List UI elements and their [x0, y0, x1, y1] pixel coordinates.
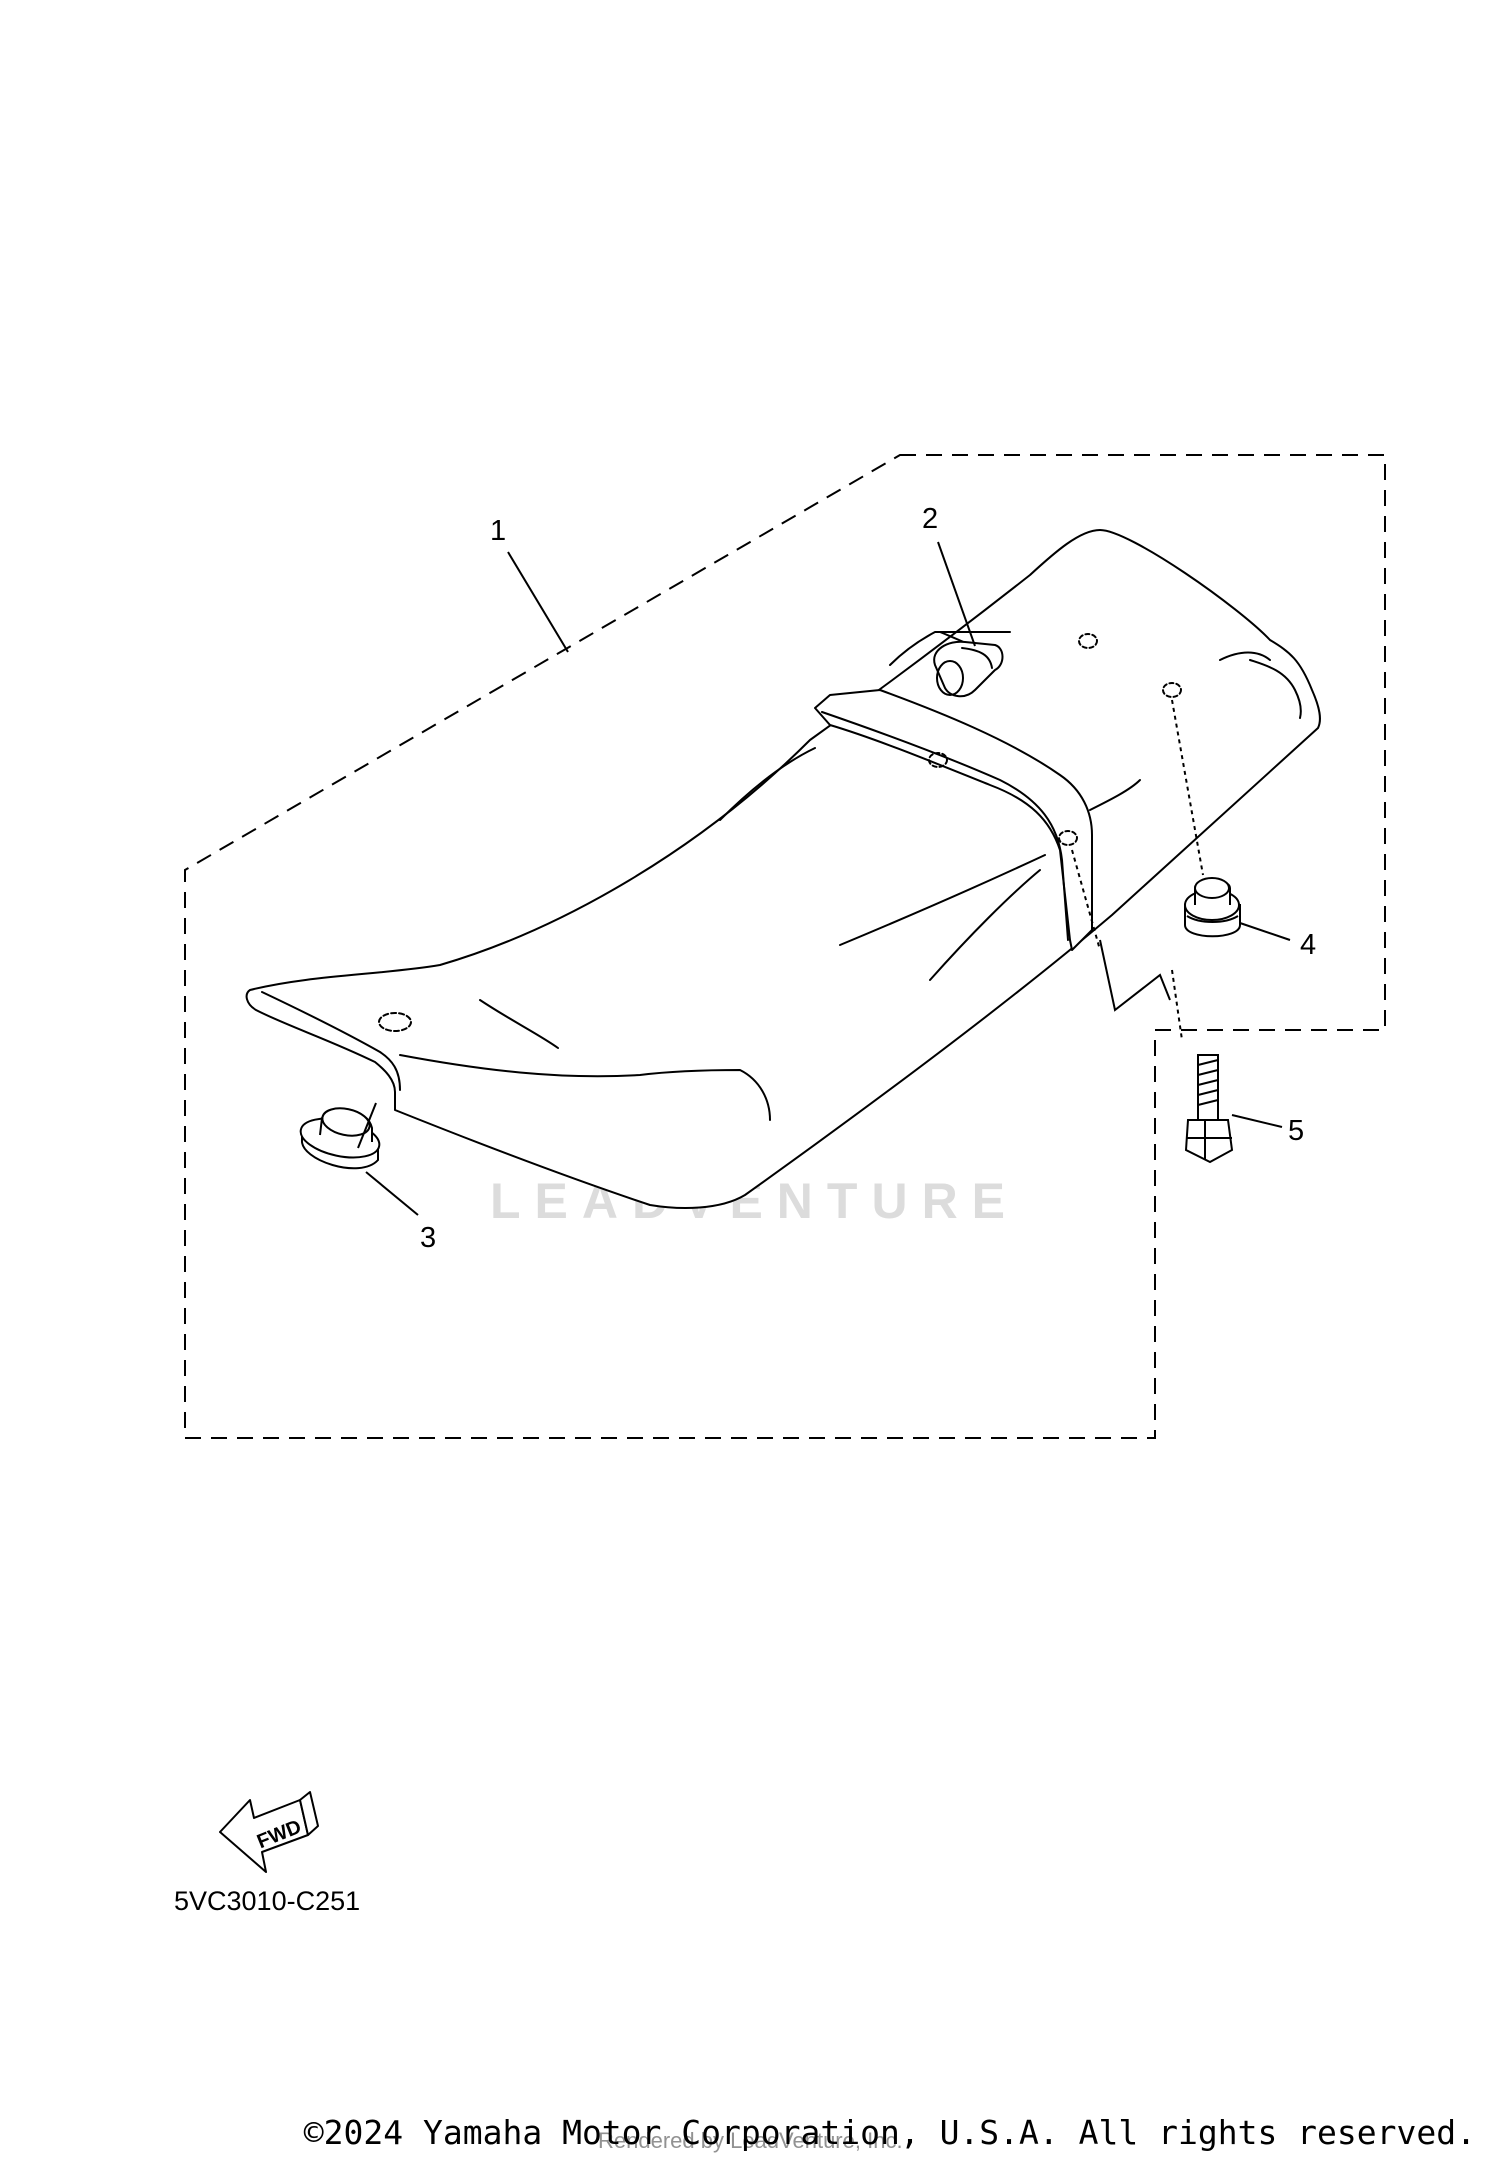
- assembly-boundary: [184, 454, 1386, 1439]
- rear-damper-part: [1184, 877, 1241, 938]
- break-line: [1099, 939, 1171, 1012]
- leader-lines: [357, 541, 1291, 1216]
- bolt-part: [1184, 1054, 1234, 1164]
- callout-1: 1: [490, 515, 506, 547]
- front-damper-part: [299, 1107, 381, 1170]
- seat-hook-part: [933, 640, 1004, 698]
- reference-code: 5VC3010-C251: [174, 1886, 360, 1916]
- fwd-arrow-icon: FWD: [219, 1791, 319, 1873]
- assembly-lines: [1071, 699, 1204, 1041]
- callouts: 1 2 3 4 5: [420, 503, 1316, 1254]
- copyright-notice: ©2024 Yamaha Motor Corporation, U.S.A. A…: [303, 2113, 1476, 2152]
- callout-3: 3: [420, 1222, 436, 1254]
- seat: [245, 529, 1321, 1209]
- callout-5: 5: [1288, 1115, 1304, 1147]
- seat-top-outline: [245, 529, 1321, 1209]
- callout-4: 4: [1300, 929, 1316, 961]
- callout-2: 2: [922, 503, 938, 535]
- rendered-by-label: Rendered by LeadVenture, Inc.: [598, 2128, 903, 2153]
